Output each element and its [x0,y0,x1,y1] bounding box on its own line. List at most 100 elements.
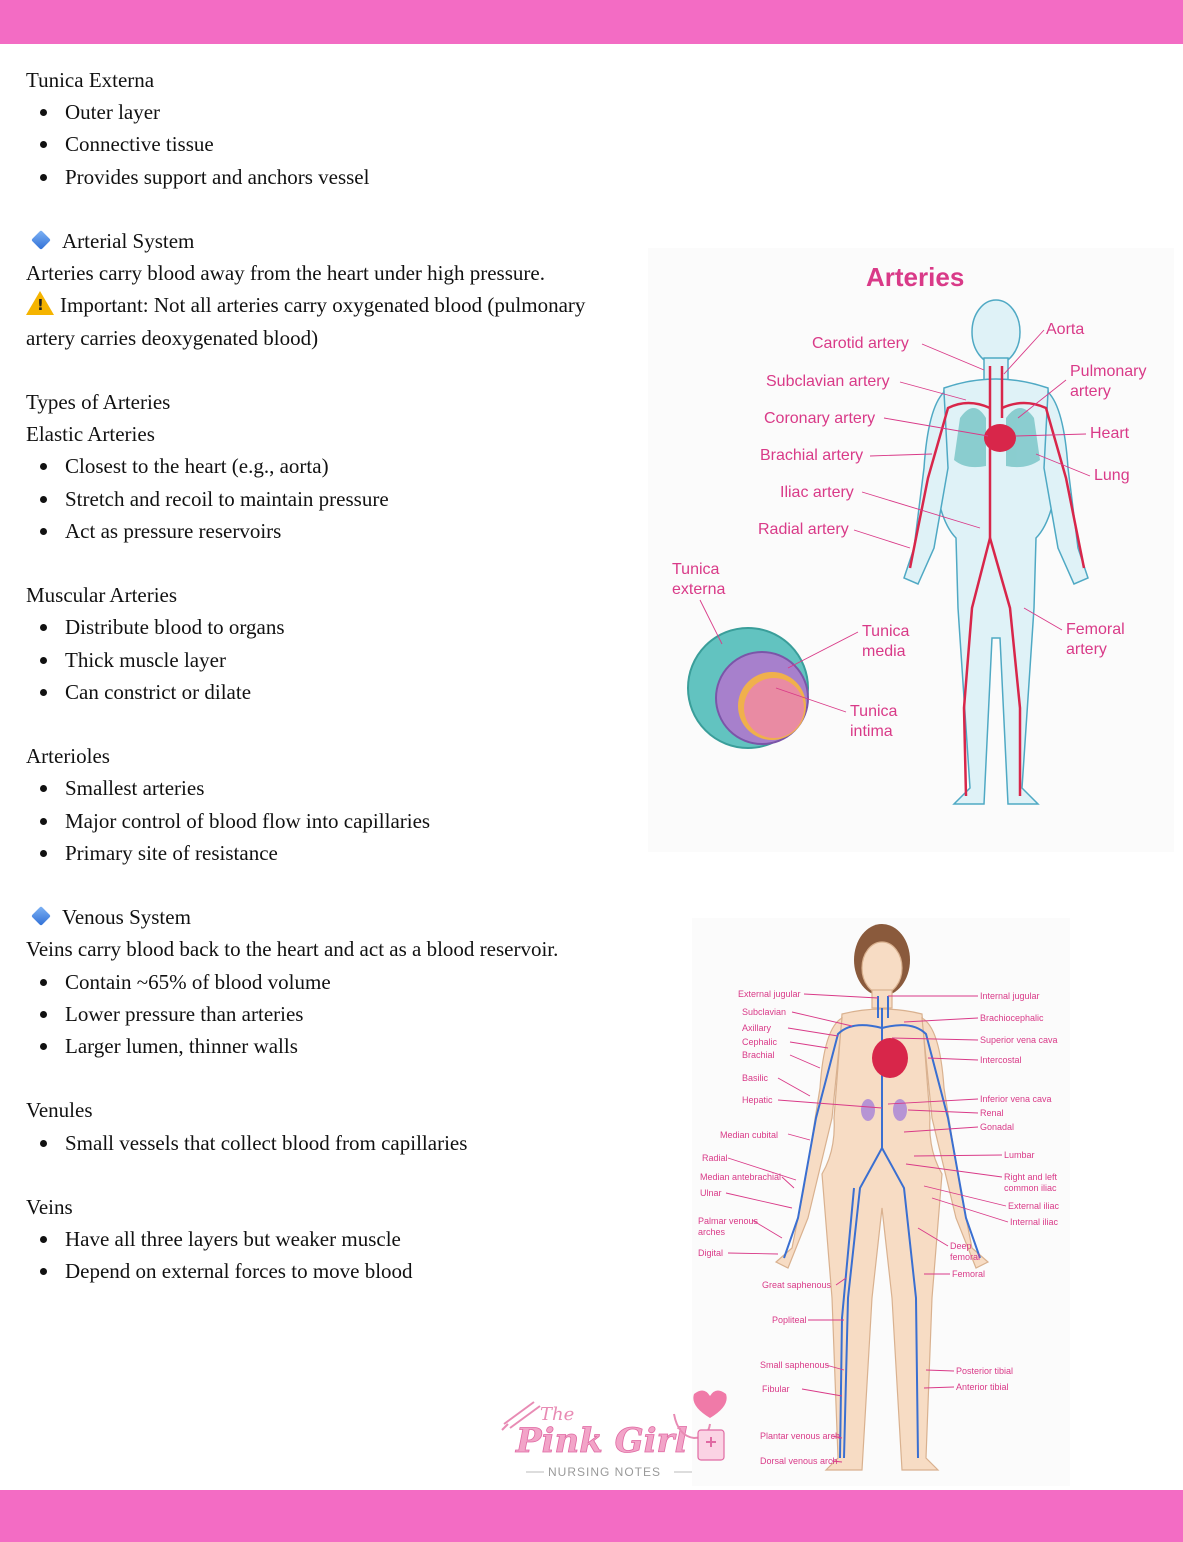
external-jugular-label: External jugular [738,989,801,999]
logo-the-text: The [540,1404,574,1425]
section-title: Muscular Arteries [26,583,178,608]
femoral-label: Femoral [952,1269,985,1279]
venous-list: Contain ~65% of blood volume Lower press… [26,966,656,1063]
section-title: Elastic Arteries [26,422,155,447]
paragraph: Arteries carry blood away from the heart… [26,261,545,286]
list-item: Connective tissue [26,128,656,160]
logo-subtitle-text: NURSING NOTES [548,1465,661,1479]
list-item: Provides support and anchors vessel [26,161,656,193]
deep-femoral-label-line1: Deep [950,1241,972,1251]
ulnar-label: Ulnar [700,1188,722,1198]
tunica-media-label-line2: media [862,643,906,660]
top-pink-band [0,0,1183,44]
paragraph: Veins carry blood back to the heart and … [26,937,559,962]
vein-network [783,996,981,1459]
logo-name-text: Pink Girl [515,1421,687,1461]
right-artery-labels: Aorta Pulmonary artery Heart Lung Femora… [1003,321,1146,658]
heading-text: Arterial System [62,229,195,253]
veins-svg: External jugular Subclavian Axillary Cep… [698,924,1060,1471]
dorsal-venous-arch-label: Dorsal venous arch [760,1456,838,1466]
coronary-artery-label: Coronary artery [764,410,875,427]
lungs [954,408,1040,468]
blue-diamond-icon [31,906,51,927]
common-iliac-label-line2: common iliac [1004,1183,1057,1193]
list-item: Primary site of resistance [26,837,656,869]
right-vein-labels: Internal jugular Brachiocephalic Superio… [887,991,1060,1392]
tunica-externa-label-line1: Tunica [672,561,720,578]
fibular-label: Fibular [762,1384,790,1394]
palmar-venous-arches-label-line1: Palmar venous [698,1216,759,1226]
great-saphenous-label: Great saphenous [762,1280,832,1290]
list-item: Smallest arteries [26,772,656,804]
external-iliac-label: External iliac [1008,1201,1060,1211]
arteries-illustration: Arteries Carotid artery Subclavian ar [648,248,1174,852]
venules-list: Small vessels that collect blood from ca… [26,1127,656,1159]
subclavian-artery-label: Subclavian artery [766,373,890,390]
palmar-venous-arches-label-line2: arches [698,1227,726,1237]
intercostal-label: Intercostal [980,1055,1022,1065]
small-saphenous-label: Small saphenous [760,1360,830,1370]
section-title: Venules [26,1098,93,1123]
pulmonary-artery-label-line2: artery [1070,383,1111,400]
venous-system-heading: Venous System [26,901,656,933]
aorta-label: Aorta [1046,321,1084,338]
section-title: Arterioles [26,744,110,769]
posterior-tibial-label: Posterior tibial [956,1366,1013,1376]
list-item: Act as pressure reservoirs [26,515,656,547]
pulmonary-artery-label-line1: Pulmonary [1070,363,1146,380]
list-item: Distribute blood to organs [26,611,656,643]
veins-list: Have all three layers but weaker muscle … [26,1223,656,1287]
list-item: Small vessels that collect blood from ca… [26,1127,656,1159]
carotid-artery-label: Carotid artery [812,335,909,352]
muscular-list: Distribute blood to organs Thick muscle … [26,611,656,708]
warning-icon [26,291,54,316]
internal-jugular-label: Internal jugular [980,991,1040,1001]
list-item: Can constrict or dilate [26,676,656,708]
anterior-tibial-label: Anterior tibial [956,1382,1009,1392]
brachial-label: Brachial [742,1050,775,1060]
list-item: Contain ~65% of blood volume [26,966,656,998]
notes-text-column: Tunica Externa Outer layer Connective ti… [26,64,656,1288]
lung-label: Lung [1094,467,1130,484]
renal-label: Renal [980,1108,1004,1118]
kidney-shape [893,1099,907,1121]
lumbar-label: Lumbar [1004,1150,1035,1160]
bottom-pink-band [0,1490,1183,1542]
median-antebrachial-label: Median antebrachial [700,1172,781,1182]
tunica-intima-label-line1: Tunica [850,703,898,720]
subclavian-label: Subclavian [742,1007,786,1017]
radial-label: Radial [702,1153,728,1163]
brachial-artery-label: Brachial artery [760,447,863,464]
femoral-artery-label-line2: artery [1066,641,1107,658]
axillary-label: Axillary [742,1023,772,1033]
list-item: Depend on external forces to move blood [26,1255,656,1287]
list-item: Stretch and recoil to maintain pressure [26,483,656,515]
section-title: Veins [26,1195,73,1219]
arterial-system-heading: Arterial System [26,225,656,257]
heart-shape [984,424,1016,452]
arteries-svg: Arteries Carotid artery Subclavian ar [672,262,1146,805]
cephalic-label: Cephalic [742,1037,778,1047]
kidney-shape [861,1099,875,1121]
femoral-artery-label-line1: Femoral [1066,621,1125,638]
heart-label: Heart [1090,425,1130,442]
pink-girl-nursing-notes-logo: The Pink Girl NURSING NOTES [498,1384,738,1480]
list-item: Lower pressure than arteries [26,998,656,1030]
hepatic-label: Hepatic [742,1095,773,1105]
tunica-media-label-line1: Tunica [862,623,910,640]
artery-network [908,366,1086,797]
radial-artery-label: Radial artery [758,521,849,538]
list-item: Thick muscle layer [26,644,656,676]
tunica-intima-label-line2: intima [850,723,893,740]
warning-line: Important: Not all arteries carry oxygen… [26,289,656,321]
list-item: Major control of blood flow into capilla… [26,805,656,837]
list-item: Larger lumen, thinner walls [26,1030,656,1062]
stethoscope-heart-icon [673,1390,727,1461]
types-heading: Types of Arteries [26,390,171,414]
left-artery-labels: Carotid artery Subclavian artery Coronar… [758,335,989,549]
tunica-externa-list: Outer layer Connective tissue Provides s… [26,96,656,193]
iliac-artery-label: Iliac artery [780,484,854,501]
syringe-icon [501,1401,541,1431]
left-vein-labels: External jugular Subclavian Axillary Cep… [698,989,883,1466]
digital-label: Digital [698,1248,723,1258]
